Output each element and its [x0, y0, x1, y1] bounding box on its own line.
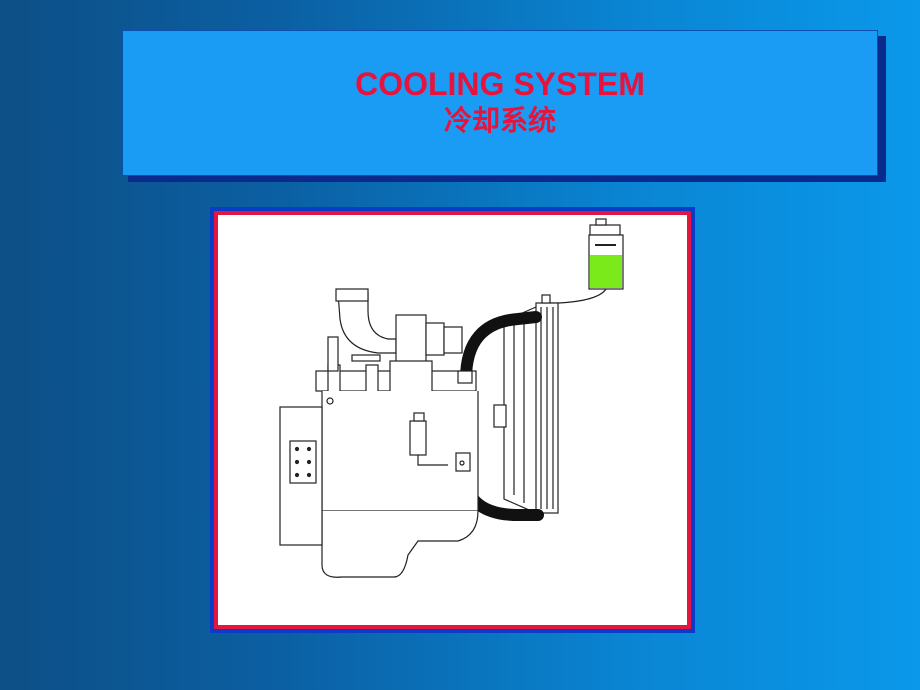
water-pump: [455, 452, 471, 472]
plate-rivet: [294, 472, 300, 478]
turbocharger: [395, 314, 427, 364]
expansion-tank: [588, 218, 624, 290]
oil-filter: [409, 420, 427, 456]
exhaust-flange: [335, 288, 369, 302]
turbo-compressor: [443, 326, 463, 354]
engine-diagram: [279, 218, 624, 578]
oil-line: [417, 455, 448, 466]
exhaust-elbow: [337, 292, 397, 354]
breather-pipe: [327, 336, 339, 372]
radiator-cap: [541, 294, 551, 304]
diagram-border: [214, 211, 691, 629]
oil-pan: [321, 510, 479, 578]
radiator: [493, 294, 559, 514]
diagram-frame: [210, 207, 695, 633]
turbo-housing: [425, 322, 445, 356]
block-bolt: [326, 397, 334, 405]
slide-subtitle: 冷却系统: [443, 104, 556, 137]
slide-title: COOLING SYSTEM: [355, 66, 645, 102]
plate-rivet: [306, 472, 312, 478]
plate-rivet: [294, 459, 300, 465]
overflow-hose: [548, 288, 607, 304]
filter-head: [413, 412, 425, 422]
engine-block: [321, 391, 479, 512]
title-box: COOLING SYSTEM 冷却系统: [122, 30, 878, 176]
tank-cap: [589, 224, 621, 236]
water-pump-shaft: [459, 460, 465, 466]
diagram-canvas: [218, 215, 687, 625]
rocker-cover-bar: [351, 354, 381, 362]
plate-rivet: [306, 446, 312, 452]
fan-hub: [493, 404, 507, 428]
coolant-level: [590, 255, 622, 288]
ecu-plate: [289, 440, 317, 484]
plate-rivet: [306, 459, 312, 465]
upper-radiator-hose: [460, 311, 542, 385]
water-outlet: [457, 370, 473, 384]
tank-cap-top: [595, 218, 607, 226]
fan-shroud: [503, 306, 537, 514]
plate-rivet: [294, 446, 300, 452]
